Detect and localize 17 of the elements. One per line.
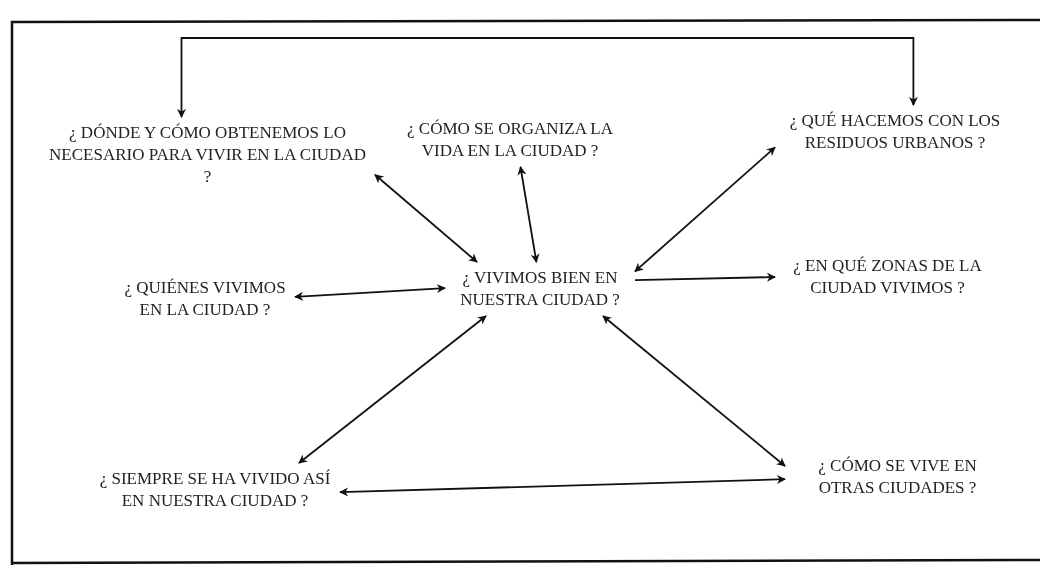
double-arrow <box>339 474 786 497</box>
question-text: ¿ SIEMPRE SE HA VIVIDO ASÍ EN NUESTRA CIUDAD ? <box>98 468 332 513</box>
question-text: ¿ CÓMO SE VIVE EN OTRAS CIUDADES ? <box>817 455 978 500</box>
double-arrow <box>177 37 918 118</box>
double-arrow <box>294 284 446 301</box>
double-arrow <box>634 272 776 282</box>
double-arrow <box>517 166 540 263</box>
question-text: ¿ QUÉ HACEMOS CON LOS RESIDUOS URBANOS ? <box>788 110 1002 155</box>
double-arrow <box>374 173 478 263</box>
double-arrow <box>602 315 786 467</box>
double-arrow <box>298 315 487 464</box>
double-arrow <box>634 146 776 273</box>
question-text: ¿ VIVIMOS BIEN EN NUESTRA CIUDAD ? <box>459 267 621 312</box>
question-text: ¿ CÓMO SE ORGANIZA LA VIDA EN LA CIUDAD ? <box>406 118 614 163</box>
question-text: ¿ DÓNDE Y CÓMO OBTENEMOS LO NECESARIO PARA VIVIR EN LA CIUDAD ? <box>48 122 367 189</box>
question-text: ¿ EN QUÉ ZONAS DE LA CIUDAD VIVIMOS ? <box>792 255 983 300</box>
question-text: ¿ QUIÉNES VIVIMOS EN LA CIUDAD ? <box>123 277 287 322</box>
